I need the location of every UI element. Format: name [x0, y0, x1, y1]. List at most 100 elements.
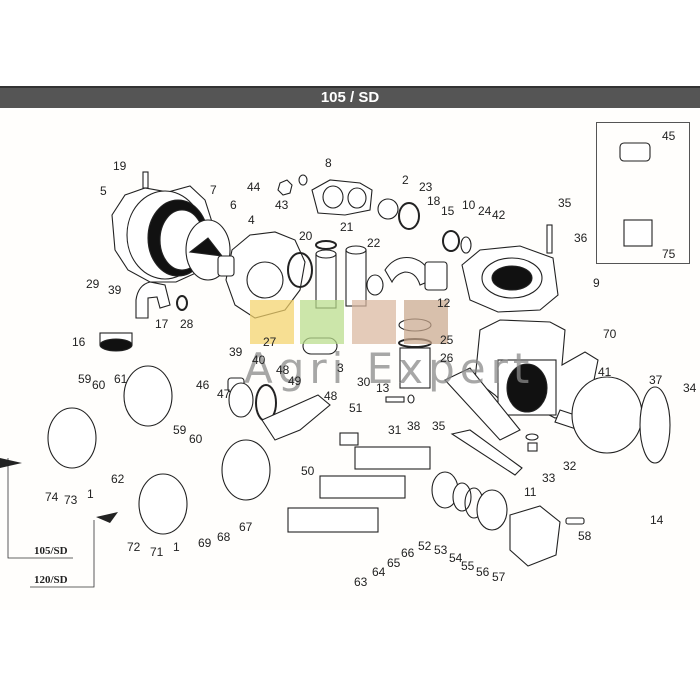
part-23-oring [398, 202, 420, 230]
part-label: 24 [478, 204, 492, 218]
part-label: 9 [593, 276, 600, 290]
watermark-square-tan [352, 300, 396, 344]
part-label: 49 [288, 374, 302, 388]
part-43-washer [298, 174, 308, 186]
part-4-cover [217, 231, 306, 319]
part-label: 6 [230, 198, 237, 212]
part-label: 26 [440, 351, 454, 365]
variant-label-120sd: 120/SD [34, 574, 68, 586]
part-label: 55 [461, 559, 475, 573]
part-label: 61 [114, 372, 128, 386]
part-label: 2 [402, 173, 409, 187]
part-15-nut [424, 261, 448, 291]
part-label: 22 [367, 236, 381, 250]
cylinders [315, 245, 367, 309]
part-label: 1 [87, 487, 94, 501]
part-label: 32 [563, 459, 577, 473]
part-label: 62 [111, 472, 125, 486]
part-label: 5 [100, 184, 107, 198]
part-label: 74 [45, 490, 59, 504]
part-label: 17 [155, 317, 169, 331]
part-label: 12 [437, 296, 451, 310]
part-label: 18 [427, 194, 441, 208]
part-label: 39 [108, 283, 122, 297]
part-label: 48 [324, 389, 338, 403]
part-label: 31 [388, 423, 402, 437]
part-label: 50 [301, 464, 315, 478]
part-14-cover [571, 376, 671, 464]
part-label: 52 [418, 539, 432, 553]
part-label: 35 [558, 196, 572, 210]
part-label: 40 [252, 353, 266, 367]
part-9-cover [461, 245, 559, 313]
watermark-square-green [300, 300, 344, 344]
part-33 [527, 442, 538, 452]
part-31 [385, 396, 405, 403]
part-label: 7 [210, 183, 217, 197]
part-label: 23 [419, 180, 433, 194]
part-20-oring [287, 252, 313, 288]
part-67-cylinder [221, 439, 271, 501]
part-label: 57 [492, 570, 506, 584]
title-bar: 105 / SD [0, 86, 700, 108]
part-label: 11 [524, 485, 537, 499]
part-label: 41 [598, 365, 612, 379]
part-label: 70 [603, 327, 617, 341]
watermark-square-brown [404, 300, 448, 344]
part-8-manifold [311, 179, 373, 216]
part-label: 56 [476, 565, 490, 579]
part-47-washer [228, 382, 254, 418]
part-label: 1 [173, 540, 180, 554]
part-45-fitting [619, 142, 651, 162]
part-35-bolt [546, 224, 553, 254]
part-label: 75 [662, 247, 676, 261]
part-label: 10 [462, 198, 476, 212]
watermark-square-yellow [250, 300, 294, 344]
part-label: 47 [217, 387, 231, 401]
part-17-elbow [135, 281, 171, 319]
part-label: 64 [372, 565, 386, 579]
part-label: 14 [650, 513, 664, 527]
part-label: 68 [217, 530, 231, 544]
part-63-shaft [287, 507, 379, 533]
arrow-105sd [0, 458, 22, 468]
part-label: 37 [649, 373, 663, 387]
part-61-cylinder [123, 365, 173, 427]
part-label: 20 [299, 229, 313, 243]
part-58 [565, 517, 585, 525]
part-label: 63 [354, 575, 368, 589]
part-label: 58 [578, 529, 592, 543]
arrow-120sd [96, 512, 118, 523]
part-label: 30 [357, 375, 371, 389]
part-label: 46 [196, 378, 210, 392]
part-label: 66 [401, 546, 415, 560]
part-label: 67 [239, 520, 253, 534]
part-19-valve [142, 171, 149, 189]
part-label: 35 [432, 419, 446, 433]
part-label: 39 [229, 345, 243, 359]
part-38 [407, 394, 415, 404]
part-label: 48 [276, 363, 290, 377]
variant-label-105sd: 105/SD [34, 545, 68, 557]
part-32 [525, 433, 539, 441]
part-26-piston [399, 347, 431, 389]
part-label: 33 [542, 471, 556, 485]
part-21-ring [315, 240, 337, 250]
part-16-nut [99, 332, 133, 352]
part-label: 60 [189, 432, 203, 446]
part-10 [442, 230, 460, 252]
part-label: 29 [86, 277, 100, 291]
part-label: 69 [198, 536, 212, 550]
part-label: 16 [72, 335, 86, 349]
part-label: 65 [387, 556, 401, 570]
part-label: 73 [64, 493, 78, 507]
watermark-text: Agri Expert [244, 344, 535, 393]
part-label: 13 [376, 381, 390, 395]
part-label: 4 [248, 213, 255, 227]
part-2-valve [377, 198, 399, 220]
variant-brackets [7, 458, 95, 588]
inset-box-fittings [596, 122, 690, 264]
part-label: 38 [407, 419, 421, 433]
part-65-shaft [319, 475, 406, 499]
part-label: 21 [340, 220, 354, 234]
